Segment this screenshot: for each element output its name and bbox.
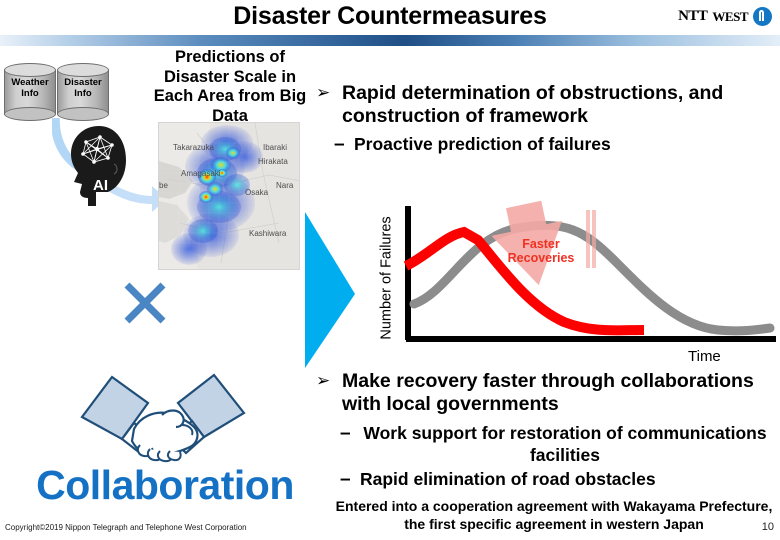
sub-bullet-item-2-2-text: Rapid elimination of road obstacles bbox=[360, 469, 656, 489]
collaboration-heading: Collaboration bbox=[36, 462, 294, 508]
sub-bullet-item-1-1-text: Proactive prediction of failures bbox=[354, 134, 611, 154]
disaster-scale-heatmap: Takarazuka Ibaraki Hirakata Amagasaki be… bbox=[158, 122, 300, 270]
sub-bullet-item-2-2: – Rapid elimination of road obstacles bbox=[340, 468, 770, 491]
map-label: Takarazuka bbox=[173, 143, 214, 152]
page-number: 10 bbox=[761, 521, 774, 533]
prediction-caption: Predictions of Disaster Scale in Each Ar… bbox=[153, 48, 307, 125]
ntt-circle-logo-icon bbox=[753, 7, 772, 26]
agreement-footnote: Entered into a cooperation agreement wit… bbox=[335, 498, 773, 532]
database-weather-info: Weather Info bbox=[4, 63, 56, 121]
heatmap-icon bbox=[159, 123, 299, 269]
sub-bullet-item-2-1: – Work support for restoration of commun… bbox=[340, 422, 770, 466]
map-label: Kashiwara bbox=[249, 229, 287, 238]
series-before-curve bbox=[409, 220, 775, 336]
bullet-item-1: ➢ Rapid determination of obstructions, a… bbox=[316, 82, 776, 128]
header-divider bbox=[0, 35, 780, 46]
left-block-arrow-icon bbox=[491, 200, 596, 286]
dash-bullet-icon: – bbox=[340, 423, 351, 444]
chart-x-axis-label: Time bbox=[688, 348, 721, 365]
svg-text:AI: AI bbox=[93, 177, 108, 194]
chart-annotation-faster-recoveries: Faster Recoveries bbox=[507, 237, 575, 265]
map-label: Osaka bbox=[245, 188, 269, 197]
database-disaster-label: Disaster Info bbox=[64, 77, 102, 99]
chart-plot-area bbox=[403, 200, 776, 342]
series-after-curve bbox=[403, 226, 645, 336]
map-label: be bbox=[159, 181, 168, 190]
ai-processing-group: AI bbox=[51, 114, 167, 218]
dash-bullet-icon: – bbox=[340, 469, 351, 490]
chevron-bullet-icon: ➢ bbox=[316, 371, 331, 390]
ntt-west-logo: NTT WEST bbox=[678, 7, 772, 26]
chevron-bullet-icon: ➢ bbox=[316, 83, 331, 102]
cyan-right-triangle-icon bbox=[300, 210, 360, 370]
copyright-text: Copyright©2019 Nippon Telegraph and Tele… bbox=[5, 523, 247, 532]
map-label: Ibaraki bbox=[263, 143, 288, 152]
database-disaster-info: Disaster Info bbox=[57, 63, 109, 121]
bullet-item-1-text: Rapid determination of obstructions, and… bbox=[342, 82, 724, 127]
dash-bullet-icon: – bbox=[334, 134, 345, 155]
page-title: Disaster Countermeasures bbox=[233, 2, 547, 30]
cylinder-bottom-ellipse bbox=[57, 107, 109, 121]
bullet-item-2: ➢ Make recovery faster through collabora… bbox=[316, 370, 776, 416]
sub-bullet-item-2-1-text: Work support for restoration of communic… bbox=[363, 423, 767, 465]
logo-ntt-text: NTT bbox=[678, 8, 708, 24]
database-weather-label: Weather Info bbox=[11, 77, 49, 99]
bullet-item-2-text: Make recovery faster through collaborati… bbox=[342, 370, 754, 415]
recovery-time-chart bbox=[378, 200, 778, 365]
cylinder-top-ellipse bbox=[4, 63, 56, 77]
sub-bullet-item-1-1: – Proactive prediction of failures bbox=[334, 133, 774, 156]
map-label: Hirakata bbox=[258, 157, 288, 166]
cylinder-top-ellipse bbox=[57, 63, 109, 77]
chart-y-axis-label: Number of Failures bbox=[379, 216, 396, 340]
ai-head-network-icon: AI bbox=[51, 114, 167, 212]
handshake-icon bbox=[78, 355, 248, 465]
cylinder-bottom-ellipse bbox=[4, 107, 56, 121]
logo-west-text: WEST bbox=[712, 8, 748, 24]
times-multiply-icon bbox=[122, 280, 168, 326]
map-label: Amagasaki bbox=[181, 169, 221, 178]
map-label: Nara bbox=[276, 181, 294, 190]
